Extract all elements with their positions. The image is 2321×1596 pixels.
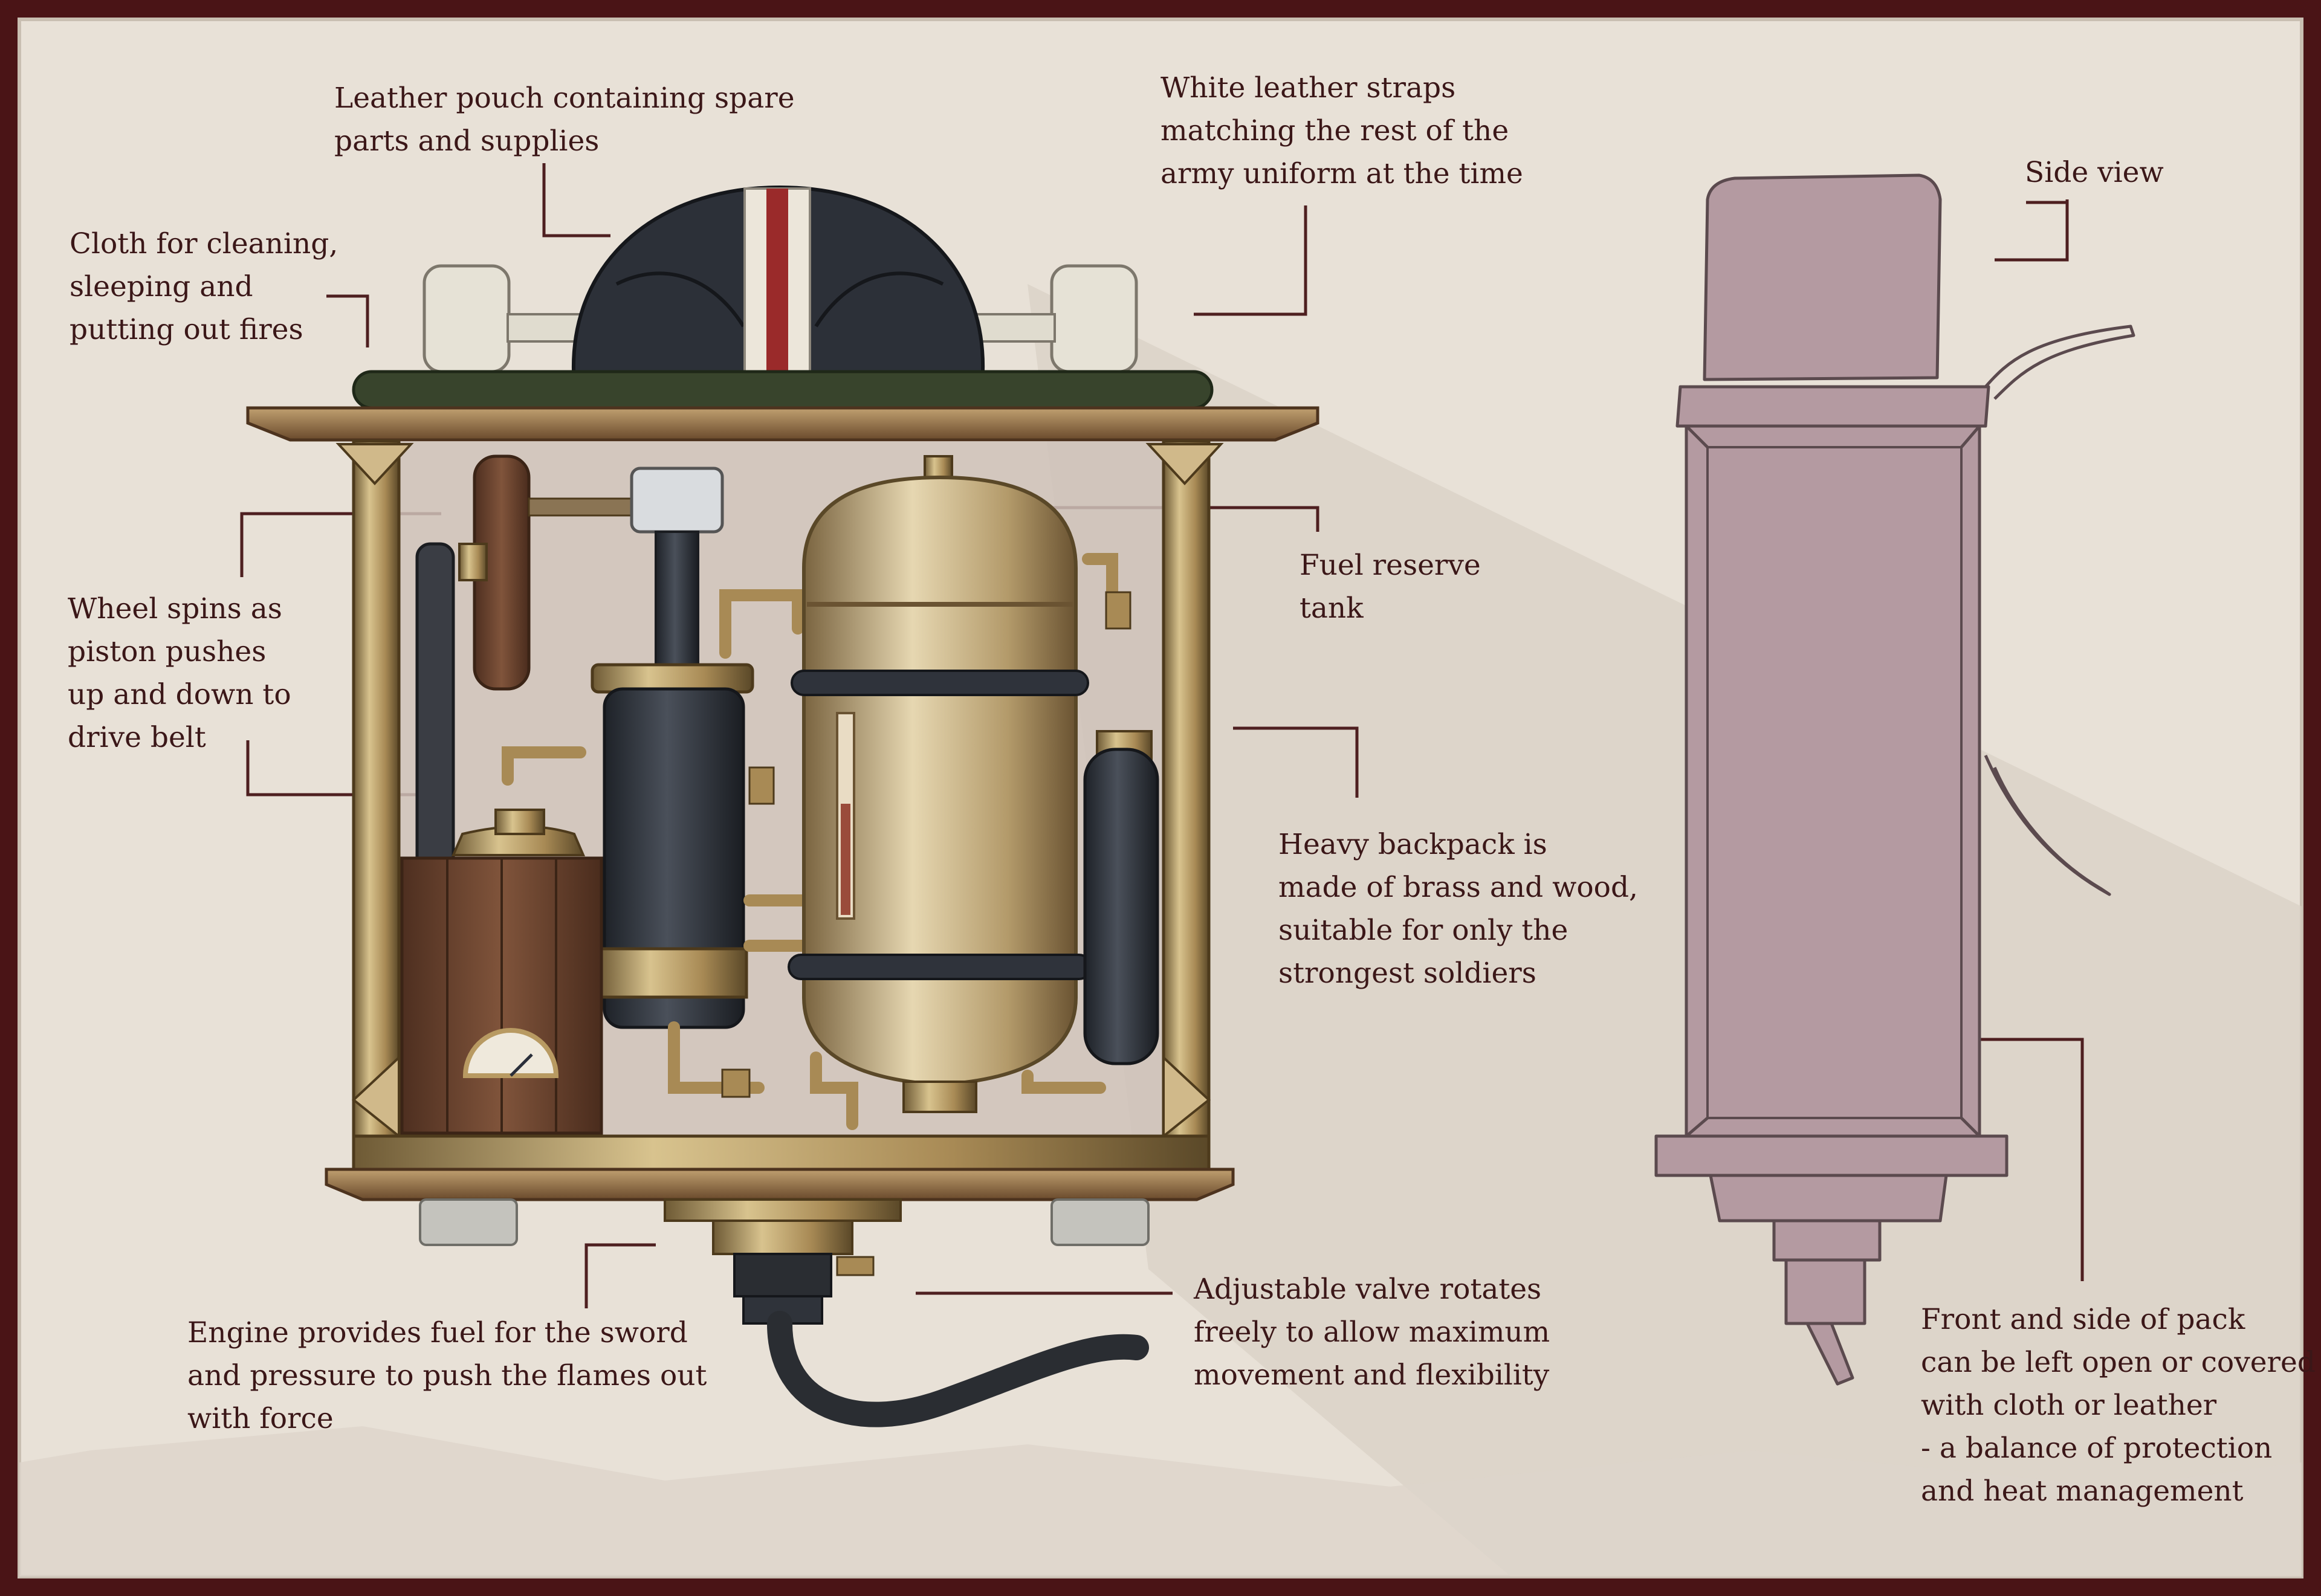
adjustable-valve (664, 1198, 1149, 1427)
annotation-valve: Adjustable valve rotates freely to allow… (1194, 1273, 1550, 1392)
top-shelf (246, 406, 1319, 442)
annotation-front-side: Front and side of pack can be left open … (1921, 1303, 2316, 1508)
annotation-side-view: Side view (2025, 156, 2164, 189)
piston (591, 467, 754, 1029)
annotation-fuel-tank: Fuel reserve tank (1300, 549, 1481, 625)
bottom-shelf (325, 1168, 1235, 1201)
annotation-wheel: Wheel spins as piston pushes up and down… (68, 592, 291, 754)
right-foot (1050, 1198, 1150, 1246)
hose (767, 1311, 1149, 1427)
left-foot (419, 1198, 518, 1246)
pipes (502, 553, 1142, 1130)
backpack-illustration (246, 185, 1319, 1427)
annotation-engine: Engine provides fuel for the sword and p… (187, 1316, 707, 1435)
annotation-backpack: Heavy backpack is made of brass and wood… (1278, 828, 1638, 990)
leather-pouch (571, 185, 985, 386)
pressure-gauge (462, 1028, 559, 1078)
annotation-pouch: Leather pouch containing spare parts and… (334, 82, 795, 158)
green-mat (352, 370, 1214, 410)
annotation-straps: White leather straps matching the rest o… (1160, 71, 1523, 190)
side-view-sketch (1654, 173, 2135, 1386)
right-pillar (1162, 439, 1211, 1144)
engine-box (400, 809, 603, 1135)
annotation-cloth: Cloth for cleaning, sleeping and putting… (70, 227, 338, 346)
bottom-rail (352, 1134, 1211, 1174)
left-pillar (352, 439, 401, 1144)
fuel-tank (788, 455, 1092, 1113)
side-canister (721, 591, 1159, 1098)
